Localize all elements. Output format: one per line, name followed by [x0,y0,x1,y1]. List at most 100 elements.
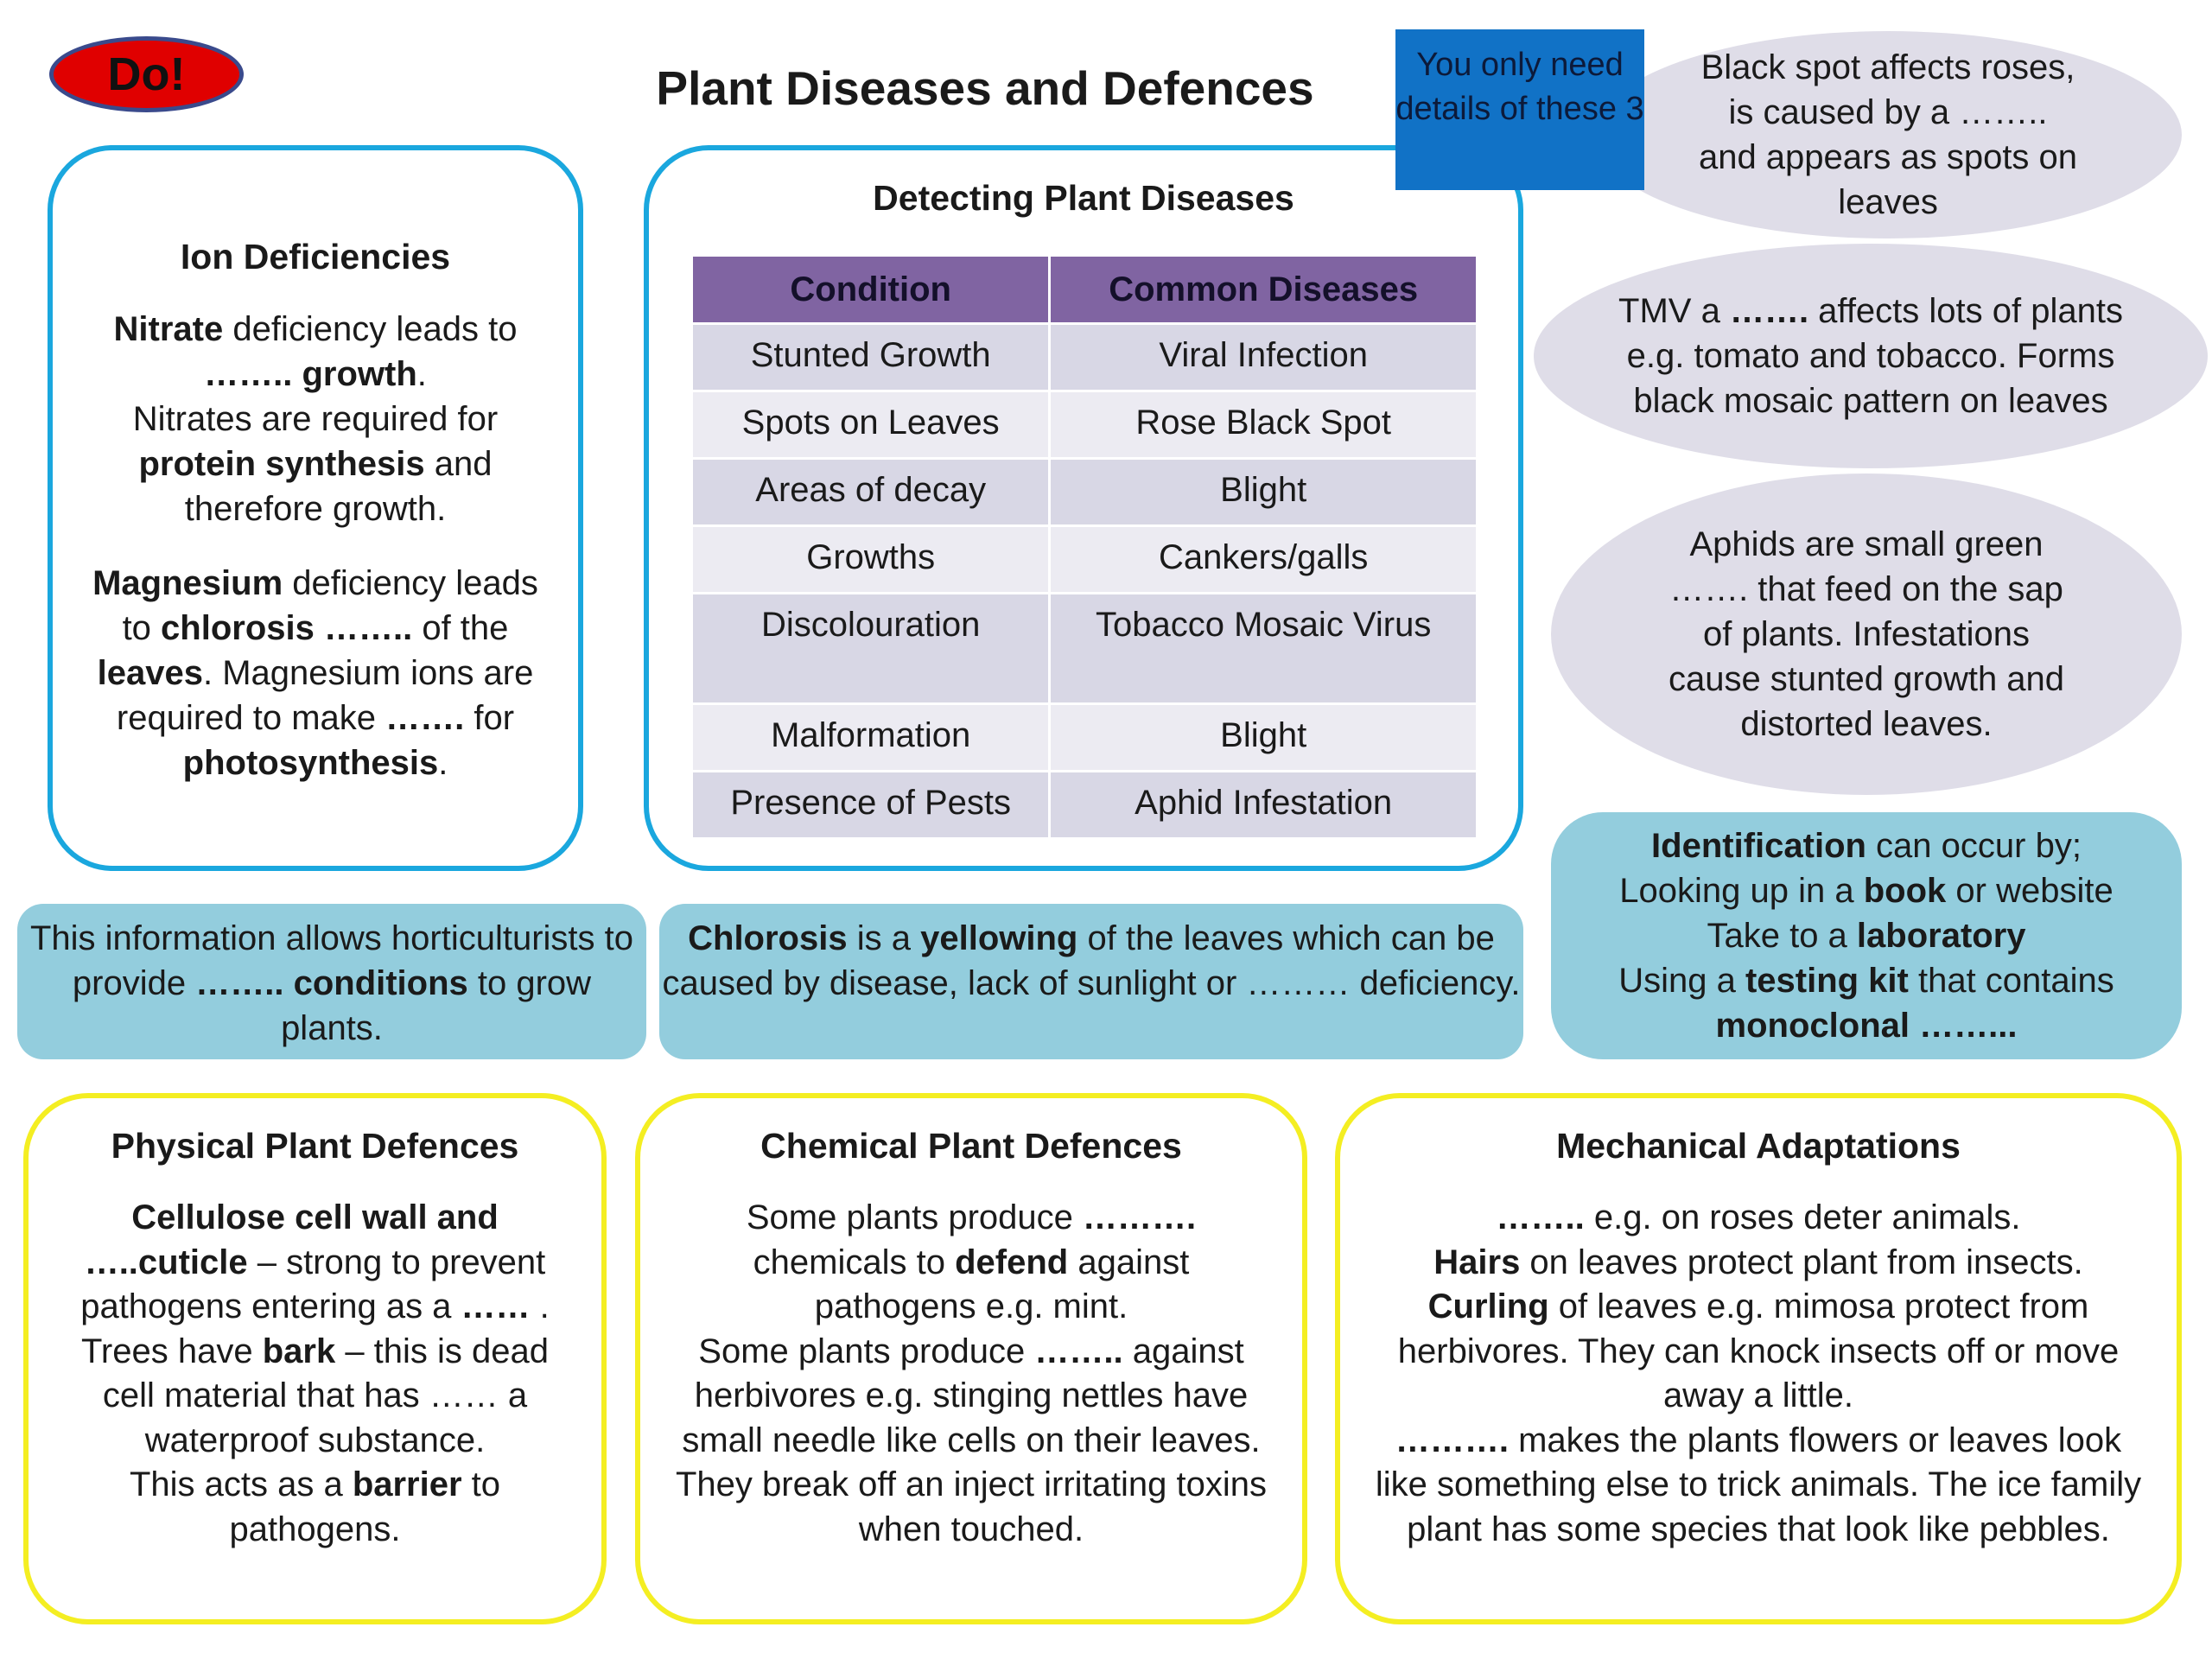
mg-text-5: . [438,744,448,782]
magnesium-word: Magnesium [92,564,283,602]
physical-blank: …… [461,1287,531,1325]
condition-header: Condition [693,257,1049,322]
physical-text-3: Trees have [80,1332,263,1370]
condition-cell: Areas of decay [693,460,1049,524]
ident-line4a: Using a [1618,962,1745,1000]
diseases-header: Common Diseases [1051,257,1476,322]
nitrate-growth-text: and therefore growth. [184,445,493,528]
physical-text-4: – this is dead cell material that has ……… [102,1332,550,1459]
book-word: book [1863,872,1947,910]
chemical-blank-1: ………. [1083,1198,1197,1236]
monoclonal-word: monoclonal ……... [1715,1007,2018,1045]
disease-cell: Aphid Infestation [1051,772,1476,837]
mech-blank-1: …….. [1496,1198,1585,1236]
aphids-ellipse: Aphids are small green ……. that feed on … [1551,474,2182,795]
disease-cell: Cankers/galls [1051,527,1476,592]
curling-word: Curling [1427,1287,1549,1325]
chemical-defences-title: Chemical Plant Defences [760,1126,1182,1166]
barrier-word: barrier [352,1465,462,1503]
chlorosis-text-2: of the leaves which can be caused by dis… [662,919,1521,1002]
chemical-text-5: against herbivores e.g. stinging nettles… [675,1332,1268,1548]
nitrate-text: deficiency leads to [223,310,518,348]
table-row: Presence of Pests Aphid Infestation [693,772,1476,837]
chemical-text-2: chemicals to [753,1243,956,1281]
photosynthesis-word: photosynthesis [182,744,439,782]
chemical-text-3: against pathogens e.g. mint. [814,1243,1190,1326]
physical-text-5: This acts as a [129,1465,353,1503]
info-text-1: This information allows horticulturists … [29,919,634,1002]
chemical-defences-text: Some plants produce ………. chemicals to de… [640,1196,1302,1552]
magnesium-paragraph: Magnesium deficiency leads to chlorosis … [79,561,552,785]
mg-text-3: . Magnesium ions are required to make [116,654,534,737]
disease-cell: Viral Infection [1051,325,1476,390]
table-row: Discolouration Tobacco Mosaic Virus [693,594,1476,702]
detecting-diseases-title: Detecting Plant Diseases [873,178,1294,218]
mech-blank-2: ………. [1395,1421,1509,1459]
mech-text-1: e.g. on roses deter animals. [1584,1198,2021,1236]
chemical-blank-2: …….. [1034,1332,1123,1370]
page-title: Plant Diseases and Defences [656,61,1314,115]
laboratory-word: laboratory [1856,917,2026,955]
table-row: Malformation Blight [693,705,1476,770]
physical-defences-box: Physical Plant Defences Cellulose cell w… [23,1093,607,1624]
bark-word: bark [262,1332,336,1370]
identification-box: Identification can occur by; Looking up … [1551,812,2182,1059]
condition-cell: Spots on Leaves [693,392,1049,457]
diseases-table: Condition Common Diseases Stunted Growth… [690,254,1478,840]
mech-text-2: on leaves protect plant from insects. [1520,1243,2083,1281]
condition-cell: Presence of Pests [693,772,1049,837]
physical-defences-title: Physical Plant Defences [111,1126,519,1166]
info-blank: …….. conditions [195,964,468,1002]
ident-line2a: Looking up in a [1619,872,1864,910]
condition-cell: Stunted Growth [693,325,1049,390]
disease-cell: Blight [1051,460,1476,524]
chemical-defences-box: Chemical Plant Defences Some plants prod… [635,1093,1307,1624]
ident-line4b: that contains [1908,962,2114,1000]
physical-text-1: – strong to prevent pathogens entering a… [80,1243,546,1326]
hairs-word: Hairs [1433,1243,1521,1281]
black-spot-text: Black spot affects roses, is caused by a… [1698,48,2078,221]
physical-text-2: . [530,1287,550,1325]
table-row: Stunted Growth Viral Infection [693,325,1476,390]
mechanical-adaptations-title: Mechanical Adaptations [1556,1126,1961,1166]
disease-cell: Tobacco Mosaic Virus [1051,594,1476,702]
physical-text-6: to pathogens. [229,1465,501,1548]
mechanical-adaptations-text: …….. e.g. on roses deter animals. Hairs … [1340,1196,2177,1552]
mg-text-1: deficiency leads to [122,564,538,647]
condition-cell: Growths [693,527,1049,592]
aphids-text: Aphids are small green ……. that feed on … [1668,525,2065,743]
table-row: Areas of decay Blight [693,460,1476,524]
nitrate-required-text: Nitrates are required for [132,400,499,438]
condition-cell: Discolouration [693,594,1049,702]
mech-text-3: of leaves e.g. mimosa protect from herbi… [1397,1287,2120,1414]
table-row: Growths Cankers/galls [693,527,1476,592]
protein-synthesis-word: protein synthesis [138,445,425,483]
table-row: Spots on Leaves Rose Black Spot [693,392,1476,457]
tmv-text-1: TMV a [1618,292,1730,330]
chemical-text-4: Some plants produce [698,1332,1035,1370]
tmv-text: TMV a ……. affects lots of plants e.g. to… [1603,289,2139,423]
disease-cell: Rose Black Spot [1051,392,1476,457]
defend-word: defend [955,1243,1069,1281]
mech-text-4: makes the plants flowers or leaves look … [1375,1421,2142,1548]
nitrate-blank: …….. growth [204,355,417,393]
disease-cell: Blight [1051,705,1476,770]
ion-deficiencies-box: Ion Deficiencies Nitrate deficiency lead… [48,145,583,871]
do-badge: Do! [49,36,244,112]
leaves-word: leaves [97,654,203,692]
condition-cell: Malformation [693,705,1049,770]
physical-defences-text: Cellulose cell wall and …..cuticle – str… [29,1196,601,1552]
info-text-2: to grow plants. [281,964,592,1047]
ident-line2b: or website [1946,872,2113,910]
yellowing-word: yellowing [920,919,1078,957]
testing-kit-word: testing kit [1745,962,1909,1000]
cellulose-bold: Cellulose cell wall and …..cuticle [84,1198,499,1281]
mg-text-2: of the [412,609,509,647]
information-box: This information allows horticulturists … [17,904,646,1059]
black-spot-ellipse: Black spot affects roses, is caused by a… [1594,31,2182,238]
nitrate-paragraph: Nitrate deficiency leads to …….. growth.… [79,307,552,531]
chemical-text-1: Some plants produce [746,1198,1083,1236]
chlorosis-text-1: is a [847,919,921,957]
identification-word: Identification [1651,827,1866,865]
details-note: You only need details of these 3 [1395,29,1644,190]
